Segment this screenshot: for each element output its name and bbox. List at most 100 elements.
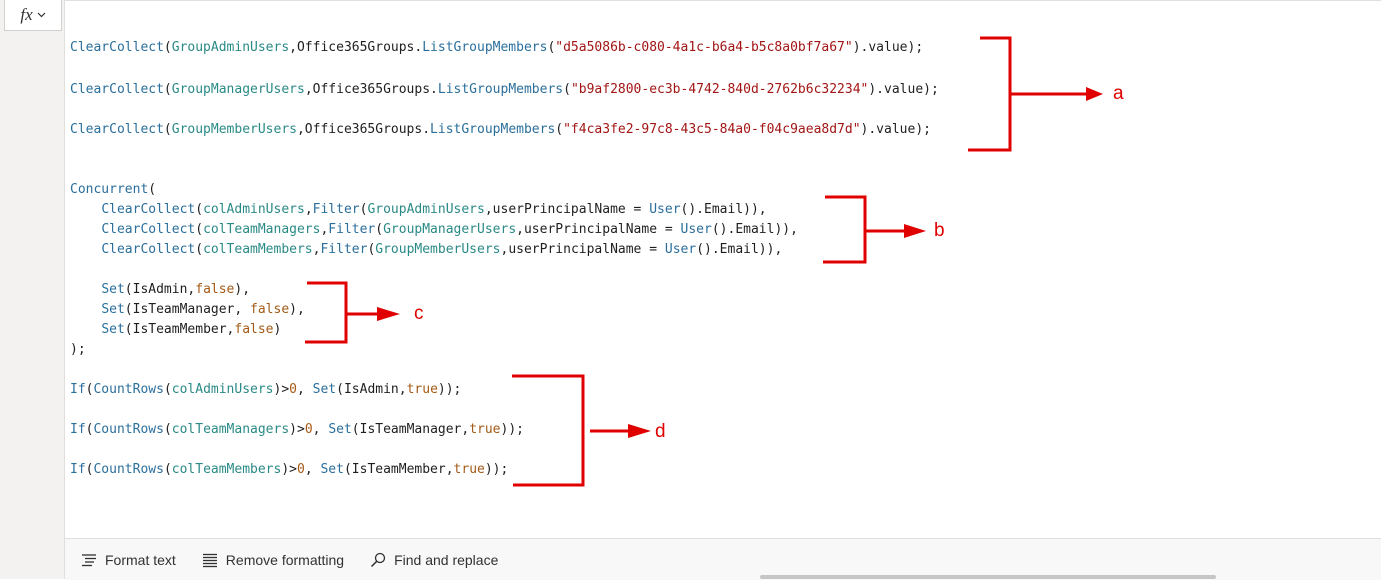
code-token: colAdminUsers [171,382,274,397]
code-line: ClearCollect(GroupMemberUsers,Office365G… [70,120,931,140]
code-token: CountRows [93,462,164,477]
remove-formatting-button[interactable]: Remove formatting [202,552,344,568]
annotation-label-d: d [655,421,666,442]
code-line: ClearCollect(colAdminUsers,Filter(GroupA… [70,200,767,220]
code-token: 0 [297,462,305,477]
code-token: true [469,422,501,437]
code-line: If(CountRows(colTeamMembers)>0, Set(IsTe… [70,460,508,480]
code-token: Set [312,382,337,397]
code-token: ClearCollect [70,82,164,97]
code-line: ClearCollect(GroupManagerUsers,Office365… [70,80,939,100]
code-token: , [304,462,321,477]
find-replace-button[interactable]: Find and replace [370,552,498,568]
code-token: false [234,322,274,337]
code-token: ( [195,202,204,217]
horizontal-scrollbar[interactable] [760,575,1216,579]
code-token: ().Email)), [680,202,767,217]
code-token: ClearCollect [70,122,164,137]
code-token: ListGroupMembers [430,122,556,137]
code-line: Set(IsTeamManager, false), [70,300,305,320]
code-token: ( [547,40,556,55]
code-token: Filter [320,242,368,257]
format-text-icon [82,553,96,566]
code-token: (IsAdmin, [336,382,407,397]
code-line: Set(IsAdmin,false), [70,280,250,300]
code-token: true [406,382,438,397]
fx-dropdown[interactable]: fx [4,0,62,31]
code-token: )); [437,382,462,397]
code-token: ( [85,422,94,437]
code-token: ().Email)), [696,242,783,257]
formula-toolbar: Format text Remove formatting Find and r… [65,538,1381,580]
code-line: ClearCollect(colTeamManagers,Filter(Grou… [70,220,798,240]
code-token: CountRows [93,422,164,437]
code-token: , [304,202,313,217]
code-token [70,302,101,317]
code-line: Concurrent( [70,180,156,200]
remove-formatting-label: Remove formatting [225,551,345,568]
code-token: Set [101,322,125,337]
code-token [70,202,101,217]
code-token: ( [375,222,384,237]
code-token: )); [500,422,524,437]
code-token: ClearCollect [70,40,164,55]
code-token: ,userPrincipalName = [516,222,681,237]
code-token [70,322,101,337]
code-token: ( [148,182,157,197]
code-token: ); [70,342,86,357]
code-token: ( [163,82,172,97]
formula-gutter: fx [0,0,65,579]
code-token: GroupManagerUsers [171,82,305,97]
code-token: Filter [328,222,376,237]
code-token: ( [195,222,204,237]
code-token: If [70,462,86,477]
code-token: colTeamManagers [203,222,321,237]
code-line: ); [70,340,86,360]
code-token: ( [85,462,94,477]
code-line: If(CountRows(colTeamManagers)>0, Set(IsT… [70,420,524,440]
code-token: , [320,222,329,237]
code-token: If [70,382,86,397]
code-token: ( [555,122,564,137]
code-token: colAdminUsers [203,202,305,217]
code-token: ( [163,122,172,137]
annotation-label-a: a [1113,83,1124,104]
format-text-button[interactable]: Format text [81,552,176,568]
code-token: ClearCollect [101,222,196,237]
code-token: ClearCollect [101,242,196,257]
code-line: ClearCollect(GroupAdminUsers,Office365Gr… [70,38,923,58]
formula-editor[interactable]: ClearCollect(GroupAdminUsers,Office365Gr… [70,0,1370,538]
code-token: User [680,222,712,237]
find-replace-label: Find and replace [394,551,499,568]
code-token: ( [563,82,571,97]
code-token: (IsAdmin, [124,282,196,297]
code-token: ( [163,40,172,55]
code-token: ListGroupMembers [437,82,564,97]
code-line: ClearCollect(colTeamMembers,Filter(Group… [70,240,782,260]
code-token: ).value); [860,122,931,137]
code-token: false [250,302,290,317]
code-token: , [312,422,329,437]
code-line: Set(IsTeamMember,false) [70,320,281,340]
code-token: ().Email)), [711,222,798,237]
code-token: GroupManagerUsers [383,222,517,237]
code-token: Set [328,422,352,437]
code-token: "f4ca3fe2-97c8-43c5-84a0-f04c9aea8d7d" [563,122,861,137]
code-token: ( [163,422,172,437]
code-token: Set [101,282,125,297]
code-token: (IsTeamMember, [124,322,235,337]
code-token: ClearCollect [101,202,196,217]
code-token: ( [85,382,94,397]
format-text-label: Format text [105,551,176,568]
code-token: If [70,422,86,437]
code-token: , [312,242,321,257]
code-token: ,Office365Groups. [296,122,431,137]
code-token: Set [320,462,344,477]
code-token: ( [163,462,172,477]
code-token: ).value); [868,82,939,97]
code-token: )> [281,462,297,477]
code-token: )); [484,462,509,477]
code-token: "b9af2800-ec3b-4742-840d-2762b6c32234" [570,82,869,97]
code-token: ), [234,282,251,297]
chevron-down-icon [37,12,46,18]
